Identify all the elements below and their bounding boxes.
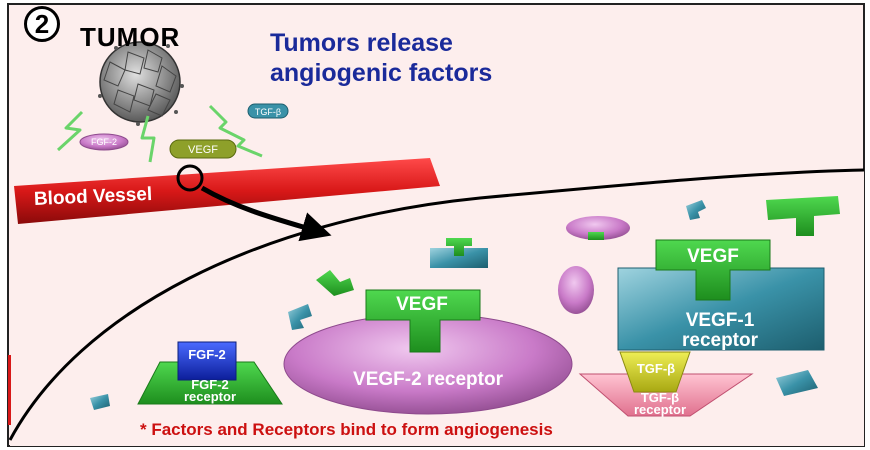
headline: Tumors release angiogenic factors <box>270 28 492 88</box>
vegf2-receptor-label: VEGF-2 receptor <box>353 369 504 390</box>
tgfb-factor-label: TGF-β <box>255 107 281 117</box>
vegf2-ligand-label: VEGF <box>396 294 448 315</box>
vegf2-receptor: VEGF VEGF-2 receptor <box>283 289 573 415</box>
fgf2-receptor-label-line2: receptor <box>184 389 236 404</box>
fgf2-receptor: FGF-2 FGF-2 receptor <box>137 341 283 405</box>
tgfb-ligand-label: TGF-β <box>637 361 675 376</box>
vegf1-receptor-label-line1: VEGF-1 <box>686 310 755 331</box>
tgfb-receptor-label-line1: TGF-β <box>641 390 679 405</box>
vegf1-ligand-label: VEGF <box>687 246 739 267</box>
fgf2-receptor-label-line1: FGF-2 <box>191 377 229 392</box>
vegf-factor-label: VEGF <box>188 144 218 156</box>
headline-line2: angiogenic factors <box>270 59 493 87</box>
vegf-factor: VEGF <box>169 139 237 159</box>
signal-bolt-icon <box>56 104 263 163</box>
edge-marker <box>8 355 11 425</box>
blood-vessel <box>14 158 440 224</box>
footnote: * Factors and Receptors bind to form ang… <box>140 420 553 439</box>
fgf2-ligand-label: FGF-2 <box>188 347 226 362</box>
tgfb-factor: TGF-β <box>247 103 289 119</box>
tumor-label: TUMOR <box>80 22 181 52</box>
arrow-icon <box>200 185 332 242</box>
headline-line1: Tumors release <box>270 29 453 57</box>
step-number-badge: 2 <box>24 6 60 42</box>
free-factor-pieces <box>90 196 840 410</box>
fgf2-factor-label: FGF-2 <box>91 137 117 147</box>
tumor-cell-icon <box>98 41 184 126</box>
vegf1-receptor-label-line2: receptor <box>682 330 759 351</box>
tgfb-receptor-label-line2: receptor <box>634 402 686 417</box>
vegf1-receptor: VEGF VEGF-1 receptor <box>617 239 825 351</box>
cell-membrane <box>8 168 865 441</box>
magnifier-circle-icon <box>176 164 204 192</box>
tgfb-receptor: TGF-β TGF-β receptor <box>578 351 754 417</box>
fgf2-factor: FGF-2 <box>79 133 129 151</box>
